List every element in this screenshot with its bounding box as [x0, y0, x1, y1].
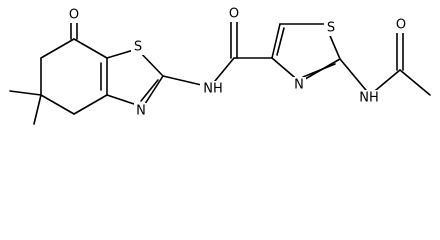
bond	[9, 90, 42, 96]
ketone-oxygen-label: O	[69, 8, 79, 23]
thiazole-sulfur: S	[324, 20, 338, 36]
bond	[276, 27, 285, 56]
fused-nitrogen: N	[134, 103, 148, 119]
fused-nitrogen-label: N	[136, 104, 146, 119]
bond-layer	[9, 19, 431, 125]
bond	[339, 58, 371, 96]
bond	[140, 79, 159, 102]
fused-sulfur-label: S	[134, 40, 142, 55]
ketone-oxygen: O	[67, 7, 81, 23]
amide-nh-label: NH	[203, 82, 223, 97]
bond	[399, 69, 431, 96]
amide-oxygen: O	[227, 6, 241, 22]
thiazole-nitrogen: N	[292, 77, 306, 93]
amide-oxygen-label: O	[229, 7, 239, 22]
acetyl-oxygen: O	[394, 17, 408, 33]
bond	[33, 94, 42, 125]
bond	[271, 23, 281, 59]
bond	[73, 38, 108, 59]
acetamide-nh: NH	[356, 90, 382, 106]
molecule-diagram: O S N NH O S N NH	[9, 6, 431, 125]
bond	[40, 38, 75, 59]
thiazole-sulfur-label: S	[327, 21, 335, 36]
bond	[302, 63, 336, 78]
structure-canvas: O S N NH O S N NH	[9, 6, 431, 125]
fused-sulfur: S	[131, 39, 145, 55]
atom-label-layer: O S N NH O S N NH	[67, 6, 408, 119]
bond	[73, 94, 108, 115]
bond	[142, 75, 164, 108]
amide-nh: NH	[200, 81, 226, 97]
thiazole-nitrogen-label: N	[294, 78, 304, 93]
bond	[40, 94, 75, 115]
acetyl-oxygen-label: O	[396, 18, 406, 33]
acetamide-nh-label: NH	[359, 91, 379, 106]
